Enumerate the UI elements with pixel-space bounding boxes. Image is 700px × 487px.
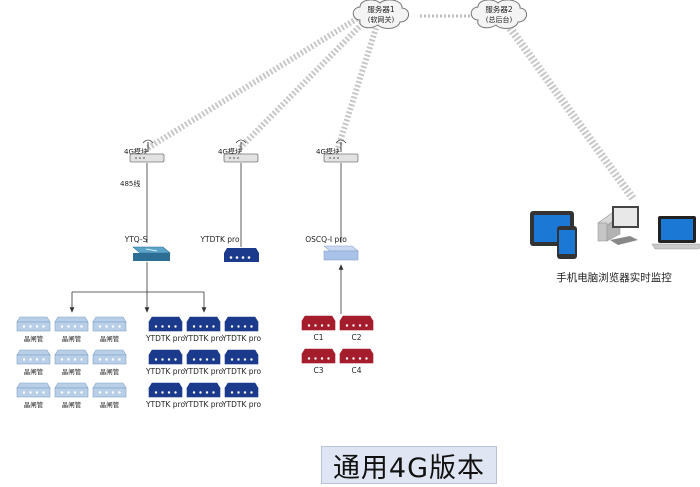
ytq-bus	[69, 262, 207, 313]
c-device-2: C2	[339, 315, 374, 342]
module-3: 4G模块	[316, 139, 359, 163]
thyristor-0-0-label: 晶闸管	[24, 334, 44, 343]
ytdtk-label: YTDTK pro	[199, 235, 240, 244]
oscq-device: OSCQ-I pro	[305, 235, 359, 261]
ytdtk-device: YTDTK pro	[199, 235, 259, 262]
wireless-link-5	[506, 25, 638, 203]
ytdtk-0-1-label: YTDTK pro	[183, 334, 224, 343]
module-3-label: 4G模块	[316, 147, 340, 156]
ytq-label: YTQ-S	[124, 235, 148, 244]
ytdtk-2-1-label: YTDTK pro	[183, 400, 224, 409]
module-1: 4G模块	[124, 139, 165, 163]
oscq-label: OSCQ-I pro	[305, 235, 347, 244]
wireless-links	[146, 14, 638, 203]
thyristor-1-1-label: 晶闸管	[62, 367, 82, 376]
ytdtk-1-2-label: YTDTK pro	[221, 367, 262, 376]
thyristor-2-0: 晶闸管	[16, 382, 51, 409]
ytdtk-1-0: YTDTK pro	[145, 349, 186, 376]
thyristor-1-1: 晶闸管	[54, 349, 89, 376]
thyristor-1-2-label: 晶闸管	[100, 367, 120, 376]
thyristor-0-2-label: 晶闸管	[100, 334, 120, 343]
thyristor-0-1: 晶闸管	[54, 316, 89, 343]
thyristor-2-1-label: 晶闸管	[62, 400, 82, 409]
laptop-icon	[651, 216, 700, 250]
ytdtk-1-1: YTDTK pro	[183, 349, 224, 376]
wireless-link-1	[146, 15, 360, 151]
ytdtk-2-2: YTDTK pro	[221, 382, 262, 409]
thyristor-0-1-label: 晶闸管	[62, 334, 82, 343]
wireless-link-2	[237, 21, 365, 151]
ytdtk-2-2-label: YTDTK pro	[221, 400, 262, 409]
ytdtk-0-0: YTDTK pro	[145, 316, 186, 343]
c-device-1: C1	[301, 315, 336, 342]
module-1-label: 4G模块	[124, 147, 148, 156]
ytdtk-1-1-label: YTDTK pro	[183, 367, 224, 376]
thyristor-2-0-label: 晶闸管	[24, 400, 44, 409]
ytdtk-2-1: YTDTK pro	[183, 382, 224, 409]
ytdtk-0-2: YTDTK pro	[221, 316, 262, 343]
server-1-cloud: 服务器1 (软网关)	[352, 0, 409, 29]
thyristor-2-2: 晶闸管	[92, 382, 127, 409]
phone-icon	[557, 226, 577, 259]
module-2: 4G模块	[218, 139, 259, 163]
server-2-name: 服务器2	[485, 4, 512, 14]
ytdtk-1-2: YTDTK pro	[221, 349, 262, 376]
module-2-label: 4G模块	[218, 147, 242, 156]
thyristor-0-2: 晶闸管	[92, 316, 127, 343]
c-device-4: C4	[339, 348, 374, 375]
ytdtk-0-2-label: YTDTK pro	[221, 334, 262, 343]
ytdtk-1-0-label: YTDTK pro	[145, 367, 186, 376]
c-device-1-label: C1	[313, 333, 323, 342]
server-1-name: 服务器1	[367, 4, 394, 14]
ytq-device: YTQ-S	[124, 235, 171, 261]
ytdtk-2-0-label: YTDTK pro	[145, 400, 186, 409]
server-2-cloud: 服务器2 (总后台)	[470, 0, 527, 29]
thyristor-0-0: 晶闸管	[16, 316, 51, 343]
ytdtk-0-1: YTDTK pro	[183, 316, 224, 343]
ytdtk-0-0-label: YTDTK pro	[145, 334, 186, 343]
c-device-3-label: C3	[313, 366, 323, 375]
server-2-sub: (总后台)	[486, 15, 513, 24]
desktop-pc-icon	[597, 206, 639, 245]
diagram-title: 通用4G版本	[332, 452, 486, 484]
ytdtk-2-0: YTDTK pro	[145, 382, 186, 409]
thyristor-1-0-label: 晶闸管	[24, 367, 44, 376]
server-1-sub: (软网关)	[368, 15, 395, 24]
diagram-title-box: 通用4G版本	[321, 446, 497, 484]
link-485-label: 485线	[120, 179, 140, 188]
c-device-2-label: C2	[351, 333, 361, 342]
thyristor-grid: 晶闸管晶闸管晶闸管晶闸管晶闸管晶闸管晶闸管晶闸管晶闸管	[16, 316, 127, 409]
c-device-4-label: C4	[351, 366, 361, 375]
thyristor-2-2-label: 晶闸管	[100, 400, 120, 409]
thyristor-1-0: 晶闸管	[16, 349, 51, 376]
thyristor-2-1: 晶闸管	[54, 382, 89, 409]
c-device-3: C3	[301, 348, 336, 375]
wireless-link-3	[335, 27, 379, 149]
monitor-caption: 手机电脑浏览器实时监控	[556, 271, 672, 284]
thyristor-1-2: 晶闸管	[92, 349, 127, 376]
